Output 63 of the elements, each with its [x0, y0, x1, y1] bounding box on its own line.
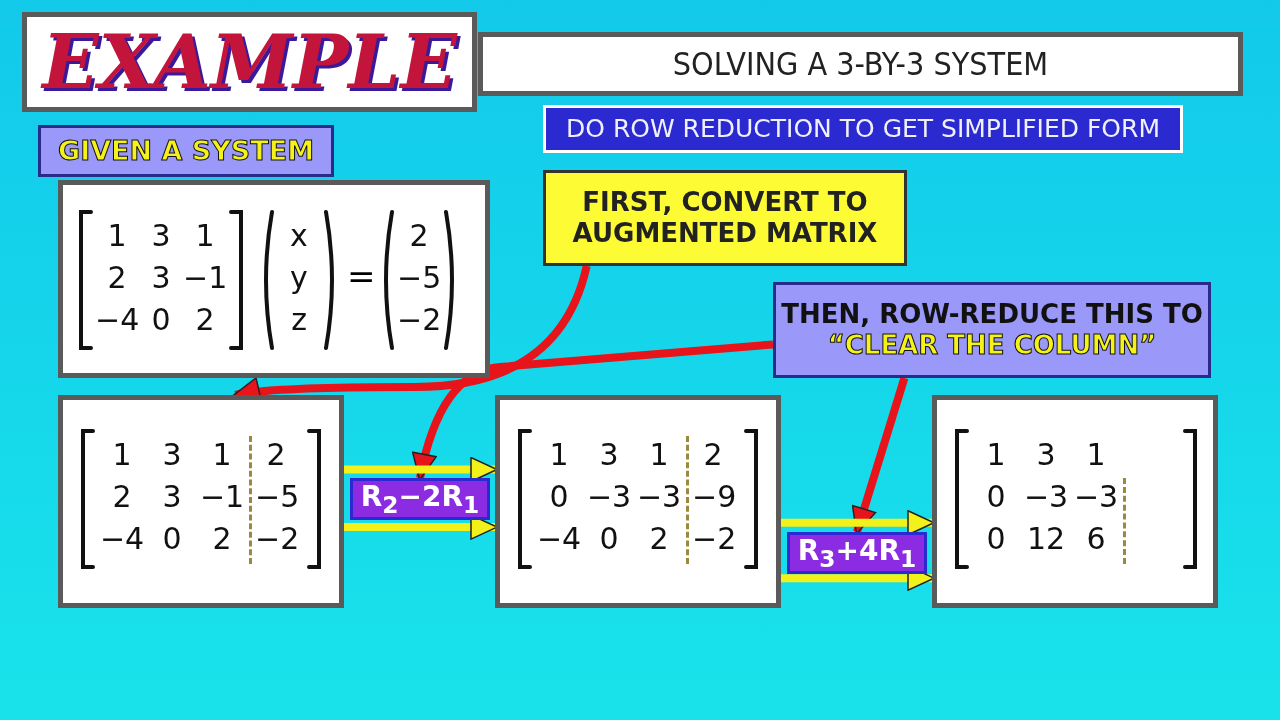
note-text: THEN, ROW-REDUCE THIS TO — [781, 298, 1203, 330]
matrix-entry: 1 — [1085, 436, 1107, 474]
row-operation-label: R$_{2}$−2R$_{1}$ — [350, 478, 490, 520]
matrix-entry: 2 — [702, 436, 724, 474]
matrix-entry: 3 — [598, 436, 620, 474]
slide-title: SOLVING A 3-BY-3 SYSTEM — [478, 32, 1243, 96]
matrix-entry: 2 — [194, 301, 216, 339]
matrix-entry: 1 — [985, 436, 1007, 474]
row-operation-label: R$_{3}$+4R$_{1}$ — [787, 532, 927, 574]
matrix-entry: 0 — [548, 478, 570, 516]
matrix-entry: 0 — [985, 520, 1007, 558]
matrix-entry: 12 — [1025, 520, 1067, 558]
matrix-entry: −5 — [255, 478, 297, 516]
matrix-panel — [58, 180, 490, 378]
matrix-entry: z — [290, 301, 308, 339]
matrix-entry: −3 — [1072, 478, 1120, 516]
matrix-entry: 0 — [985, 478, 1007, 516]
callout-box — [773, 282, 1211, 378]
matrix-entry: −1 — [198, 478, 246, 516]
matrix-entry: 2 — [211, 520, 233, 558]
matrix-entry: 3 — [150, 259, 172, 297]
matrix-entry: −4 — [98, 520, 146, 558]
matrix-entry: 2 — [265, 436, 287, 474]
matrix-entry: −4 — [535, 520, 583, 558]
matrix-entry: −9 — [692, 478, 734, 516]
matrix-panel — [495, 395, 781, 608]
matrix-entry: x — [289, 217, 309, 255]
example-heading: EXAMPLE — [22, 12, 477, 112]
matrix-entry: −2 — [692, 520, 734, 558]
matrix-entry: −3 — [585, 478, 633, 516]
matrix-entry: 1 — [648, 436, 670, 474]
matrix-entry: 3 — [150, 217, 172, 255]
matrix-entry: 1 — [548, 436, 570, 474]
matrix-entry: 0 — [161, 520, 183, 558]
matrix-panel — [58, 395, 344, 608]
callout-note: FIRST, CONVERT TO AUGMENTED MATRIX — [543, 170, 907, 266]
equals-sign: = — [347, 255, 376, 297]
matrix-entry: −4 — [95, 301, 139, 339]
matrix-entry: 3 — [161, 478, 183, 516]
matrix-entry: 2 — [106, 259, 128, 297]
matrix-entry: 1 — [194, 217, 216, 255]
matrix-entry: y — [289, 259, 309, 297]
matrix-entry: 1 — [106, 217, 128, 255]
matrix-entry: 2 — [408, 217, 430, 255]
matrix-entry: −3 — [635, 478, 683, 516]
matrix-entry: 2 — [111, 478, 133, 516]
matrix-entry: 0 — [598, 520, 620, 558]
matrix-entry: 3 — [161, 436, 183, 474]
matrix-entry: −2 — [397, 301, 441, 339]
matrix-entry: −3 — [1022, 478, 1070, 516]
matrix-entry: −2 — [255, 520, 297, 558]
step-label: GIVEN A SYSTEM — [38, 125, 334, 177]
matrix-entry: −5 — [397, 259, 441, 297]
matrix-entry: 6 — [1085, 520, 1107, 558]
matrix-entry: −1 — [183, 259, 227, 297]
matrix-entry: 0 — [150, 301, 172, 339]
matrix-entry: 2 — [648, 520, 670, 558]
subtitle-banner: DO ROW REDUCTION TO GET SIMPLIFIED FORM — [543, 105, 1183, 153]
matrix-entry: 1 — [111, 436, 133, 474]
quoted-text: “CLEAR THE COLUMN” — [827, 330, 1157, 362]
matrix-entry: 3 — [1035, 436, 1057, 474]
matrix-panel — [932, 395, 1218, 608]
matrix-entry: 1 — [211, 436, 233, 474]
